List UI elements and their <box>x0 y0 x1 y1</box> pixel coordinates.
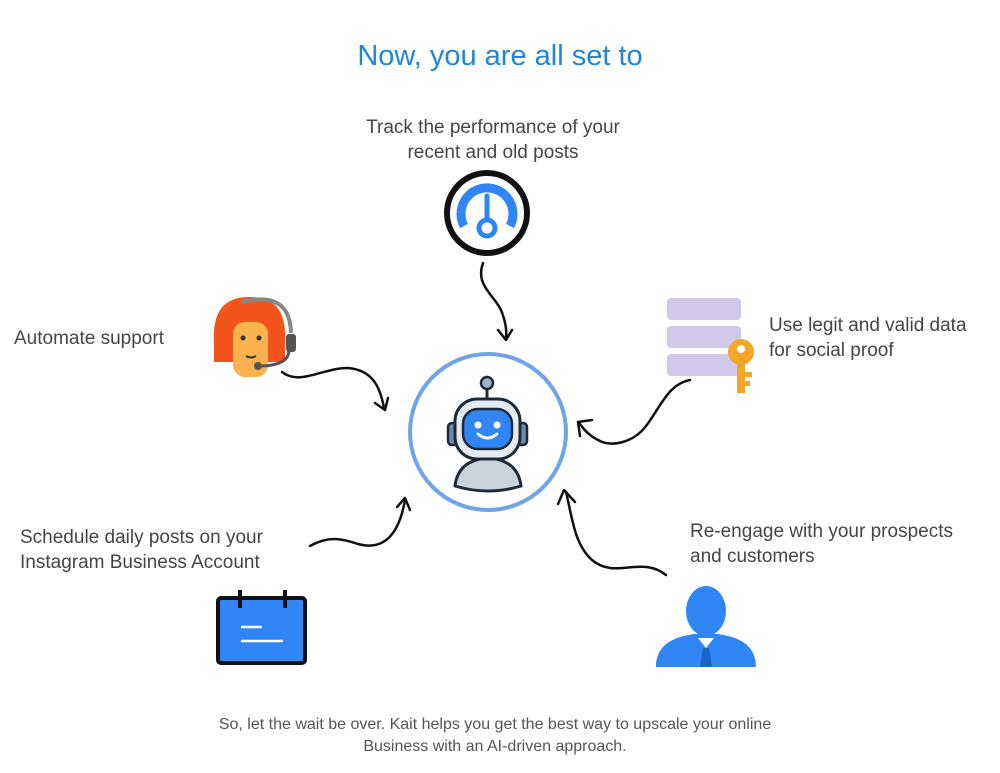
gauge-meter-icon <box>444 170 530 256</box>
feature-proof-line1: Use legit and valid data <box>769 315 967 336</box>
footer-line2: Business with an AI-driven approach. <box>363 738 627 755</box>
feature-support-label: Automate support <box>14 328 164 349</box>
database-key-icon <box>667 298 754 393</box>
footer-line1: So, let the wait be over. Kait helps you… <box>218 716 772 733</box>
feature-track-label: Track the performance of your recent and… <box>330 115 656 165</box>
user-profile-icon <box>656 586 756 667</box>
feature-schedule-label: Schedule daily posts on your Instagram B… <box>20 525 263 575</box>
footer-text: So, let the wait be over. Kait helps you… <box>150 714 840 758</box>
arrow-from-user <box>564 490 668 577</box>
arrow-from-support <box>280 366 386 410</box>
feature-track-line1: Track the performance of your <box>366 117 620 138</box>
arrow-from-schedule-head <box>395 496 412 512</box>
arrow-from-schedule <box>308 498 407 548</box>
feature-proof-line2: for social proof <box>769 340 894 361</box>
feature-reengage-line1: Re-engage with your prospects <box>690 521 953 542</box>
arrow-from-proof-head <box>576 418 594 438</box>
feature-proof-label: Use legit and valid data for social proo… <box>769 313 967 363</box>
support-agent-headset-icon <box>213 297 296 377</box>
arrow-from-user-head <box>556 488 577 506</box>
page-title: Now, you are all set to <box>357 40 643 72</box>
feature-schedule-line1: Schedule daily posts on your <box>20 527 263 548</box>
feature-track-line2: recent and old posts <box>407 142 579 163</box>
arrow-from-gauge <box>479 261 508 340</box>
arrow-from-support-head <box>373 396 390 412</box>
feature-schedule-line2: Instagram Business Account <box>20 552 260 573</box>
chatbot-robot-icon <box>408 352 568 512</box>
arrow-from-gauge-head <box>496 328 514 342</box>
feature-reengage-line2: and customers <box>690 546 815 567</box>
arrow-from-proof <box>578 378 692 445</box>
calendar-icon <box>216 590 307 665</box>
feature-reengage-label: Re-engage with your prospects and custom… <box>690 519 953 569</box>
